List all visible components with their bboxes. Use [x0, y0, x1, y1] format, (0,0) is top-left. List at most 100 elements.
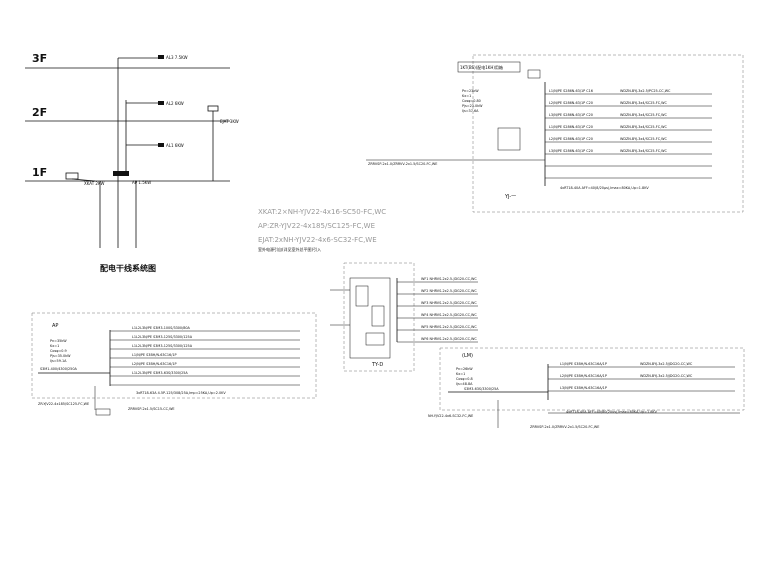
panel-al1: [158, 143, 164, 147]
panel-tr-header-box: [457, 61, 521, 73]
panel-tr-header: 1KT(BS)(配电1KH)用箱: [460, 64, 503, 70]
panel-mid-circuit-1: WF2 NHRVS-2x2.5-JDG20-CC,WC: [421, 289, 477, 293]
panel-bl-incoming: ZR-YJV22-4x185/SC125-FC,WE: [38, 402, 89, 406]
panel-br-header: (LM): [462, 353, 473, 359]
panel-mid-control-box: [365, 332, 385, 346]
panel-br-param-0: Pn=26kW: [456, 367, 473, 371]
panel-bl-circuits: L1L2L3N/PE S3M3-100S/3300/80A L1L2L3N/PE…: [110, 326, 300, 386]
panel-br-incoming: NH-YJV22-4x6-SC32-FC,WE: [428, 414, 473, 418]
panel-tr-cable-4: WDZN-BYJ-3x4/SC25-FC,WC: [620, 137, 668, 141]
panel-tr-cable-0: WDZN-BYJ-3x2.5/PC25-CC,WC: [620, 89, 671, 93]
panel-bl-circuit-2: L1L2L3N/PE S3M3-125S/3300/125A: [132, 344, 193, 348]
panel-br-cable-0: WDZN-BYJ-3x2.5/JDG20-CC,WC: [640, 362, 693, 366]
panel-bl-circuit-1: L1L2L3N/PE S3M3-125S/3300/125A: [132, 335, 193, 339]
label-al1: AL1 6KW: [166, 143, 184, 148]
panel-br-cable-1: WDZN-BYJ-3x2.5/JDG20-CC,WC: [640, 374, 693, 378]
panel-tr-outline: [472, 54, 744, 213]
cable-ap: AP:ZR-YJV22-4x185/SC125-FC,WE: [258, 222, 375, 230]
panel-bl-header: AP: [52, 323, 58, 329]
panel-tr-circuit-2: L3/N/PE S286N-63/1P C20: [549, 113, 593, 117]
panel-bl-param-2: Cosφ=0.9: [50, 349, 67, 353]
riser-diagram: 3F 2F 1F AL3 7.5KW AL2 6KW AL1 6KW EJAT …: [25, 52, 386, 273]
floor-label-1f: 1F: [32, 166, 47, 179]
panel-tr-cable-2: WDZN-BYJ-3x4/SC25-FC,WC: [620, 113, 668, 117]
panel-tr-param-2: Cosφ=0.80: [462, 99, 481, 103]
cable-ejat: EJAT:2xNH-YJV22-4x6-SC32-FC,WE: [258, 236, 377, 244]
panel-tr-circuit-4: L2/N/PE S286N-63/1P C20: [549, 137, 593, 141]
panel-mid-circuits: WF1 NHRVS-2x2.5-JDG20-CC,WC WF2 NHRVS-2x…: [397, 277, 478, 343]
panel-bl-spd: 3xRT18-63A 4.5P-125/308/25A,Imp=25KA,Up=…: [136, 391, 226, 395]
panel-bl-fire-box: [95, 408, 111, 416]
xkat-lead: [71, 178, 96, 182]
label-xkat: XKAT 2KW: [84, 181, 104, 186]
panel-mid-outline: [343, 262, 415, 372]
cable-xkat: XKAT:2×NH-YJV22-4x16-SC50-FC,WC: [258, 208, 386, 216]
panel-br-param-3: Ijs=48.8A: [456, 382, 473, 386]
panel-mid-circuit-4: WF5 NHRVS-2x2.5-JDG20-CC,WC: [421, 325, 477, 329]
label-al2: AL2 6KW: [166, 101, 184, 106]
panel-br-param-2: Cosφ=0.8: [456, 377, 473, 381]
floor-label-2f: 2F: [32, 106, 47, 119]
panel-tr-circuits: L1/N/PE S286N-63/1P C16 L2/N/PE S286N-63…: [545, 89, 712, 179]
panel-br-param-1: Kx=1: [456, 372, 465, 376]
panel-bl-outline: [31, 312, 317, 399]
panel-bl-param-0: Pn=35kW: [50, 339, 67, 343]
panel-bl-circuit-3: L1/N/PE S3BH/N-63C16/1P: [132, 353, 177, 357]
panel-top-right: 1KT(BS)(配电1KH)用箱 Pn=23kW Kx=1 Cosφ=0.80 …: [366, 54, 744, 213]
panel-al3: [158, 55, 164, 59]
panel-br-circuit-1: L2/N/PE S3BH/N-63C16A/1P: [560, 374, 607, 378]
panel-tr-cable-1: WDZN-BYJ-3x4/SC25-FC,WC: [620, 101, 668, 105]
riser-title: 配电干线系统图: [100, 263, 156, 273]
panel-al2: [158, 101, 164, 105]
panel-mid-module-2: [371, 305, 385, 327]
panel-mid-inner: [349, 277, 391, 359]
panel-xkat: [65, 172, 79, 180]
panel-br-main-breaker: S3M3-63S/3300/25A: [464, 387, 499, 391]
panel-bl-param-1: Kx=1: [50, 344, 59, 348]
floor-label-3f: 3F: [32, 52, 47, 65]
incoming-note: 室外电源引自(详见室外总平图)引入: [258, 246, 321, 252]
panel-mid-circuit-0: WF1 NHRVS-2x2.5-JDG20-CC,WC: [421, 277, 477, 281]
panel-ejat: [207, 105, 219, 112]
panel-bl-circuit-4: L2/N/PE S3BH/N-63C16/1P: [132, 362, 177, 366]
panel-tr-circuit-5: L3/N/PE S286N-63/1P C20: [549, 149, 593, 153]
panel-mid-circuit-2: WF3 NHRVS-2x2.5-JDG20-CC,WC: [421, 301, 477, 305]
panel-tr-cable-3: WDZN-BYJ-3x4/SC25-FC,WC: [620, 125, 668, 129]
panel-bl-circuit-0: L1L2L3N/PE S3M3-100S/3300/80A: [132, 326, 191, 330]
panel-br-spd: 4xRT18-40A AFF=40/80(20us),Imax=80KA,Up=…: [566, 410, 658, 414]
panel-br-circuits: L1/N/PE S3BH/N-63C16A/1P L2/N/PE S3BH/N-…: [548, 362, 740, 414]
panel-br-outline: [439, 347, 745, 411]
panel-tr-cable-5: WDZN-BYJ-3x4/SC25-FC,WC: [620, 149, 668, 153]
panel-bl-main-breaker: S3M1-400/4300/250A: [40, 367, 77, 371]
panel-tr-param-0: Pn=23kW: [462, 89, 479, 93]
panel-br-note: ZRRVSP-2x1.0/ZRRVV-2x1.5/SC20-FC,WE: [530, 425, 599, 429]
panel-bottom-left: AP Pn=35kW Kx=1 Cosφ=0.9 Pjs=35.0kW Ijs=…: [31, 312, 317, 416]
panel-bl-param-4: Ijs=59.1A: [50, 359, 67, 363]
panel-bl-param-3: Pjs=35.0kW: [50, 354, 71, 358]
panel-mid-circuit-3: WF4 NHRVS-2x2.5-JDG20-CC,WC: [421, 313, 477, 317]
panel-bottom-right: (LM) Pn=26kW Kx=1 Cosφ=0.8 Ijs=48.8A S3M…: [428, 347, 745, 429]
panel-tr-incoming: ZRRVSP-2x1.0/ZRRVV-2x1.5/SC20-FC,WE: [368, 162, 437, 166]
panel-tr-circuit-0: L1/N/PE S286N-63/1P C16: [549, 89, 593, 93]
panel-tr-param-3: Pjs=23.0kW: [462, 104, 483, 108]
panel-tr-param-4: Ijs=37.6A: [462, 109, 479, 113]
panel-middle: WF1 NHRVS-2x2.5-JDG20-CC,WC WF2 NHRVS-2x…: [330, 262, 478, 372]
panel-tr-circuit-1: L2/N/PE S286N-63/1P C20: [549, 101, 593, 105]
panel-tr-spd: 4xRT18-40A AFF=40(8/20μs),Imax=80KA,Up=1…: [560, 186, 649, 190]
label-al3: AL3 7.5KW: [166, 55, 188, 60]
panel-ap: [113, 171, 129, 176]
panel-mid-circuit-5: WF6 NHRVS-2x2.5-JDG20-CC,WC: [421, 337, 477, 341]
panel-tr-meter: [527, 69, 541, 79]
panel-br-circuit-0: L1/N/PE S3BH/N-63C16A/1P: [560, 362, 607, 366]
label-ap: AP 1.5KW: [132, 180, 151, 185]
panel-bl-note: ZRRVSP-2x1.5/SC15-CC,WE: [128, 407, 175, 411]
label-ejat: EJAT 3KW: [220, 119, 239, 124]
panel-bl-circuit-5: L1L2L3N/PE S3M3-63S/3300/25A: [132, 371, 188, 375]
panel-br-circuit-2: L3/N/PE S3BH/N-63C16A/1P: [560, 386, 607, 390]
panel-mid-module-1: [355, 285, 369, 307]
panel-tr-param-1: Kx=1: [462, 94, 471, 98]
panel-tr-switch: [497, 127, 521, 151]
panel-tr-caption: YJ-一: [504, 194, 516, 200]
panel-mid-caption: TY-D: [371, 362, 383, 368]
